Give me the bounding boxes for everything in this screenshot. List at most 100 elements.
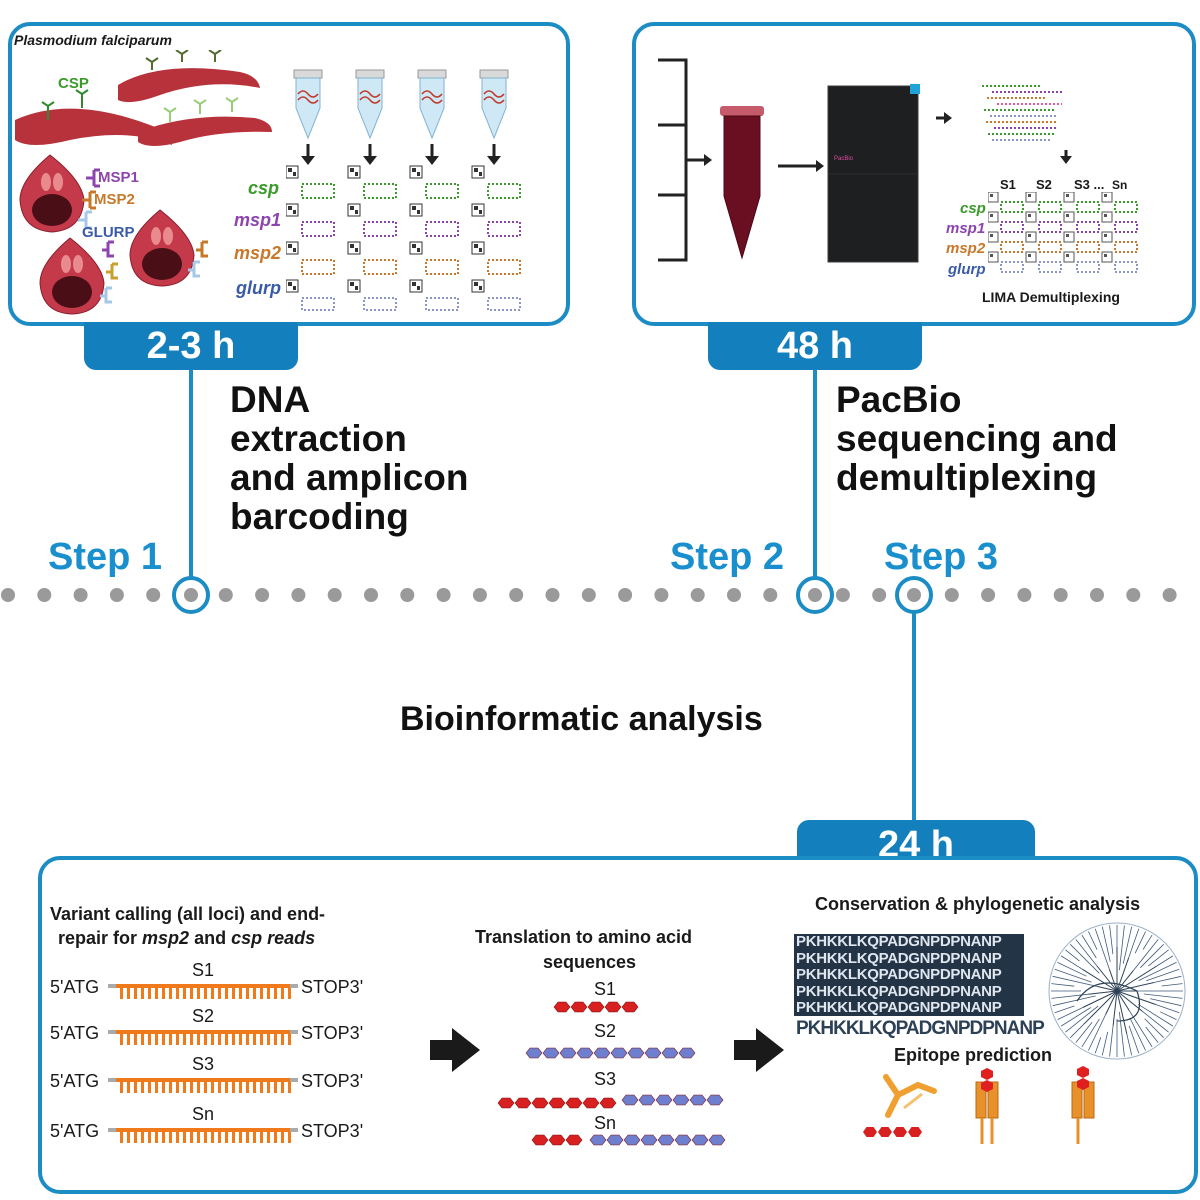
amino-acid [610, 1047, 628, 1059]
read-stop-label: STOP3' [301, 1071, 364, 1091]
amino-acid [497, 1097, 515, 1109]
step1-label: Step 1 [48, 536, 163, 578]
alignment-row: PKHKKLKQPADGNPDPNANP [796, 933, 1002, 950]
alignment-row: PKHKKLKQPADGNPDPNANP [796, 999, 1002, 1016]
sample-label-s3: S3 ... [1074, 177, 1105, 192]
amino-acid [657, 1134, 675, 1146]
step2-title-line: demultiplexing [836, 457, 1098, 498]
step1-title-line: and amplicon [230, 457, 469, 498]
amino-acid [542, 1047, 560, 1059]
glurp-label: GLURP [82, 224, 135, 241]
alignment-row: PKHKKLKQPADGNPDPNANP [796, 966, 1002, 983]
step2-title: PacBio sequencing and demultiplexing [836, 380, 1118, 497]
step3-label: Step 3 [884, 536, 999, 578]
organism-label: Plasmodium falciparum [14, 32, 172, 48]
amino-acid [678, 1047, 696, 1059]
step1-title-line: barcoding [230, 496, 409, 537]
peptide-label-sn: Sn [594, 1113, 617, 1133]
sample-label-sn: Sn [1112, 178, 1128, 192]
amino-acid [565, 1134, 583, 1146]
gene-label-msp1: msp1 [234, 210, 282, 230]
step2-label: Step 2 [670, 536, 785, 578]
msp2-label: MSP2 [94, 191, 135, 208]
amino-acid [638, 1094, 656, 1106]
amino-acid [661, 1047, 679, 1059]
alignment-block [794, 934, 1024, 1016]
amino-acid [593, 1047, 611, 1059]
read-sample-label: S3 [192, 1054, 215, 1074]
amplicon-grid [286, 166, 520, 311]
conservation-title: Conservation & phylogenetic analysis [815, 894, 1141, 914]
amino-acid [708, 1134, 726, 1146]
read-strand [108, 1030, 298, 1045]
demux-label: LIMA Demultiplexing [982, 289, 1120, 305]
read-stop-label: STOP3' [301, 1121, 364, 1141]
amino-acid [644, 1047, 662, 1059]
read-strand [108, 984, 298, 999]
read-strand [108, 1078, 298, 1093]
amino-acid [691, 1134, 709, 1146]
step2-duration-tab: 48 h [708, 322, 922, 370]
amino-acid [531, 1097, 549, 1109]
sample-label-s1: S1 [1000, 177, 1016, 192]
phylogenetic-tree [1048, 922, 1186, 1060]
csp-label: CSP [58, 75, 89, 92]
amino-acid [548, 1134, 566, 1146]
gene-label-msp2: msp2 [234, 243, 282, 263]
gene-label-csp: csp [248, 178, 280, 198]
variant-title-gene: msp2 [142, 928, 190, 948]
read-sample-label: S2 [192, 1006, 215, 1026]
read-stop-label: STOP3' [301, 977, 364, 997]
amino-acid [878, 1127, 892, 1137]
variant-title-part: and [189, 928, 232, 948]
amino-acid [640, 1134, 658, 1146]
read-strand [108, 1128, 298, 1143]
read-start-label: 5'ATG [50, 1071, 100, 1091]
sequencer-logo: PacBio [834, 156, 854, 162]
amino-acid [621, 1001, 639, 1013]
amino-acid [893, 1127, 907, 1137]
sample-label-s2: S2 [1036, 177, 1052, 192]
amino-acid [589, 1134, 607, 1146]
amino-acid [674, 1134, 692, 1146]
amino-acid [570, 1001, 588, 1013]
demux-gene-csp: csp [960, 200, 986, 217]
amino-acid [531, 1134, 549, 1146]
epitope-title: Epitope prediction [894, 1045, 1053, 1065]
amino-acid [655, 1094, 673, 1106]
read-sample-label: Sn [192, 1104, 215, 1124]
variant-title-1: Variant calling (all loci) and end- [50, 904, 326, 924]
amino-acid [621, 1094, 639, 1106]
amino-acid [548, 1097, 566, 1109]
amino-acid [559, 1047, 577, 1059]
msp1-label: MSP1 [98, 169, 139, 186]
peptide-label-s1: S1 [594, 979, 617, 999]
amino-acid [627, 1047, 645, 1059]
variant-title-2: repair for msp2 and csp reads [58, 928, 315, 949]
amino-acid [672, 1094, 690, 1106]
read-start-label: 5'ATG [50, 1023, 100, 1043]
amino-acid [553, 1001, 571, 1013]
step1-title-line: extraction [230, 418, 407, 459]
sequencing-illustration: PacBio [658, 58, 950, 263]
step1-title: DNA extraction and amplicon barcoding [230, 380, 468, 536]
step2-title-line: sequencing and [836, 418, 1118, 459]
amino-acid [565, 1097, 583, 1109]
alignment-row: PKHKKLKQPADGNPDPNANP [796, 949, 1002, 967]
amino-acid [623, 1134, 641, 1146]
read-stop-label: STOP3' [301, 1023, 364, 1043]
step1-duration-tab: 2-3 h [84, 322, 298, 370]
demux-gene-glurp: glurp [948, 261, 986, 278]
peptide-label-s2: S2 [594, 1021, 617, 1041]
step1-title-line: DNA [230, 379, 311, 420]
amino-acid [908, 1127, 922, 1137]
barcoding-illustration [286, 68, 566, 311]
amino-acid [863, 1127, 877, 1137]
step2-title-line: PacBio [836, 379, 962, 420]
demux-gene-msp2: msp2 [946, 240, 986, 257]
translation-title-2: sequences [543, 952, 637, 972]
amino-acid [599, 1097, 617, 1109]
